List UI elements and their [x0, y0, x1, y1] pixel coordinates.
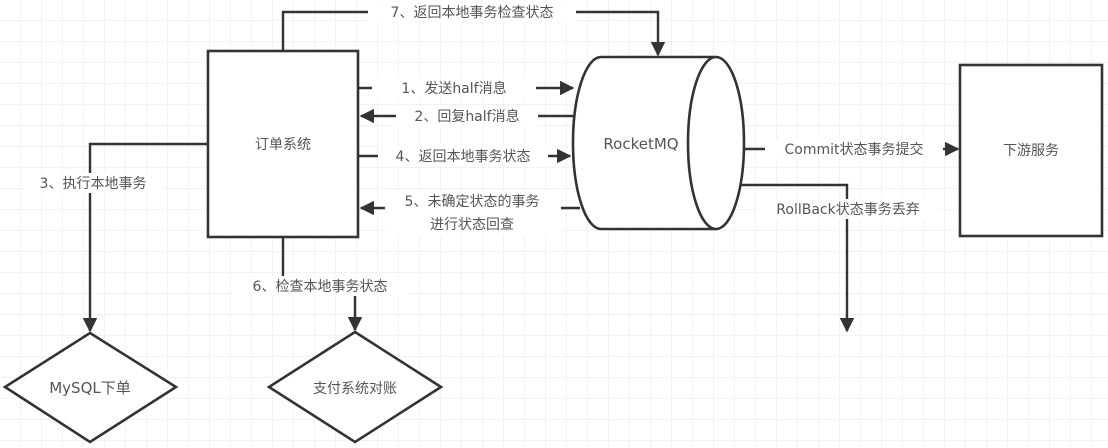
- node-downstream-label: 下游服务: [1003, 143, 1059, 159]
- edge-7-label: 7、返回本地事务检查状态: [391, 5, 554, 21]
- edge-1-label: 1、发送half消息: [401, 80, 506, 97]
- edge-5[interactable]: 5、未确定状态的事务 进行状态回查: [359, 191, 580, 235]
- node-order-system-label: 订单系统: [255, 137, 311, 153]
- edge-4-label: 4、返回本地事务状态: [396, 149, 531, 165]
- node-downstream[interactable]: 下游服务: [958, 63, 1104, 238]
- edge-5-label-line1: 5、未确定状态的事务: [405, 194, 540, 210]
- node-mysql[interactable]: MySQL下单: [2, 331, 179, 444]
- edge-4[interactable]: 4、返回本地事务状态: [359, 146, 572, 166]
- edge-6-label: 6、检查本地事务状态: [253, 279, 388, 295]
- edge-commit[interactable]: Commit状态事务提交: [744, 139, 960, 159]
- node-rocketmq-label: RocketMQ: [603, 135, 678, 153]
- edge-commit-label: Commit状态事务提交: [785, 141, 924, 158]
- node-payment[interactable]: 支付系统对账: [266, 330, 444, 444]
- edge-rollback-label: RollBack状态事务丢弃: [776, 202, 919, 218]
- edge-rollback[interactable]: RollBack状态事务丢弃: [741, 183, 939, 333]
- edge-6[interactable]: 6、检查本地事务状态: [232, 238, 408, 332]
- edge-1[interactable]: 1、发送half消息: [359, 78, 575, 98]
- edge-2-label: 2、回复half消息: [414, 108, 519, 125]
- edge-5-label-line2: 进行状态回查: [430, 217, 514, 233]
- edge-3-label: 3、执行本地事务: [40, 176, 147, 192]
- edge-3[interactable]: 3、执行本地事务: [24, 142, 208, 333]
- node-rocketmq[interactable]: RocketMQ: [571, 55, 746, 231]
- node-payment-label: 支付系统对账: [313, 381, 397, 397]
- node-order-system[interactable]: 订单系统: [206, 49, 360, 239]
- edge-7[interactable]: 7、返回本地事务检查状态: [281, 2, 666, 57]
- edge-2[interactable]: 2、回复half消息: [359, 106, 575, 126]
- node-mysql-label: MySQL下单: [49, 379, 131, 397]
